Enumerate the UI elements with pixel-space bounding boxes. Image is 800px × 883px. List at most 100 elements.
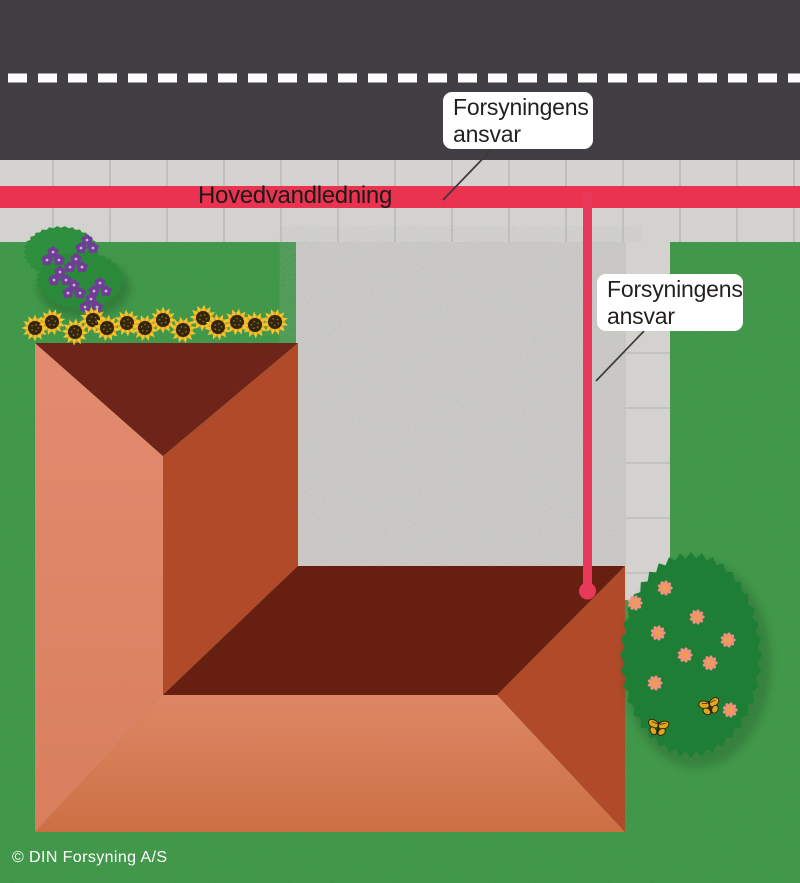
pink-petal: [630, 596, 635, 602]
sunflower-speckle: [238, 324, 240, 326]
sunflower-center: [45, 315, 59, 329]
sunflower: [149, 306, 177, 334]
sunflower-center: [196, 311, 210, 325]
sunflower: [169, 316, 197, 344]
sunflower-speckle: [73, 327, 76, 330]
violet-dot: [73, 284, 75, 286]
sunflower-speckle: [147, 326, 150, 328]
pink-flower: [722, 702, 738, 718]
copyright-text: © DIN Forsyning A/S: [12, 849, 168, 866]
roof-north-hip: [35, 343, 298, 456]
sunflower: [113, 309, 141, 337]
violet-dot: [53, 279, 55, 281]
callout-top-line1: Forsyningens: [453, 94, 589, 120]
violet-dot: [84, 306, 86, 308]
pink-petal: [647, 682, 654, 687]
sunflower-speckle: [76, 333, 79, 336]
violet-petal: [56, 254, 62, 260]
pink-center: [727, 707, 733, 713]
violet-cluster: [75, 234, 99, 254]
sunflower-center: [28, 321, 42, 335]
violet-petal: [77, 287, 83, 293]
violet-cluster: [48, 266, 72, 286]
pink-center: [694, 614, 700, 620]
violet-petal: [67, 261, 73, 267]
main-water-line: [0, 186, 800, 208]
violet-petal: [67, 293, 73, 299]
violet-dot: [92, 247, 94, 249]
pink-petal: [685, 649, 692, 655]
violet-petal: [65, 287, 71, 293]
bush-pink-flowers: [620, 552, 771, 768]
sunflower-speckle: [239, 320, 242, 322]
sunflower-speckle: [144, 323, 147, 326]
sunflower-speckle: [123, 324, 126, 326]
sunflower-speckle: [253, 320, 256, 323]
sunflower: [21, 314, 49, 342]
sunflower-speckle: [123, 320, 125, 322]
violet-dot: [86, 239, 88, 241]
pink-center: [707, 660, 713, 666]
sunflower-speckle: [146, 330, 148, 332]
sunflower-speckle: [35, 330, 37, 333]
violet-petal: [53, 280, 59, 286]
violet-cluster: [62, 279, 86, 299]
violet-petal: [58, 260, 64, 266]
leader-line-top: [442, 147, 494, 201]
sunflower-speckle: [107, 324, 110, 326]
pink-petal: [635, 597, 642, 603]
violet-dot: [105, 290, 107, 292]
sunflower-speckle: [202, 320, 205, 323]
violet-dot: [69, 266, 71, 268]
pink-flower: [657, 580, 673, 596]
violet-petal: [50, 246, 56, 252]
pink-center: [725, 637, 731, 643]
sunflower-speckle: [127, 318, 129, 321]
violet-petal: [59, 272, 65, 278]
violet-petal: [90, 242, 96, 248]
violet-petal: [73, 253, 79, 259]
driveway-texture: [296, 242, 625, 566]
violet-petal: [52, 252, 58, 258]
butterfly-wing-lower: [649, 726, 658, 736]
violet-dot: [96, 306, 98, 308]
sunflower-speckle: [70, 330, 73, 333]
pink-petal: [730, 704, 737, 710]
violet-dot: [90, 298, 92, 300]
sunflower-speckle: [272, 318, 275, 320]
sunflower-center: [68, 325, 82, 339]
service-pipe: [579, 192, 596, 600]
violet-petal: [79, 293, 85, 299]
sunflower-center: [248, 318, 262, 332]
sunflower-speckle: [90, 316, 93, 318]
pink-petal: [720, 639, 727, 644]
callout-right-line1: Forsyningens: [607, 276, 743, 302]
violet-dot: [93, 290, 95, 292]
violet-dot: [58, 259, 60, 261]
pink-petal: [665, 582, 672, 588]
sunflower-speckle: [165, 317, 167, 320]
violet-dot: [79, 292, 81, 294]
pink-center: [632, 600, 638, 606]
violet-petal: [73, 285, 79, 291]
pink-petal: [657, 587, 664, 592]
responsibility-callout-right: Forsyningens ansvar: [597, 274, 743, 331]
pink-flower: [689, 609, 705, 625]
sunflower-speckle: [158, 318, 161, 321]
violet-petal: [93, 291, 99, 297]
violet-petal: [81, 267, 87, 273]
violet-petal: [44, 254, 50, 260]
violet-petal: [79, 261, 85, 267]
violet-petal: [80, 248, 86, 254]
violet-dot: [80, 247, 82, 249]
pink-center: [655, 630, 661, 636]
pink-center: [652, 680, 658, 686]
violet-cluster: [41, 246, 65, 266]
sunflower-center: [120, 316, 134, 330]
sunflower-speckle: [161, 315, 164, 318]
sunflower-speckle: [129, 322, 132, 324]
sunflower-speckle: [257, 322, 259, 324]
sunflower-speckle: [214, 328, 217, 331]
roof-inner-north-slope: [163, 566, 625, 695]
